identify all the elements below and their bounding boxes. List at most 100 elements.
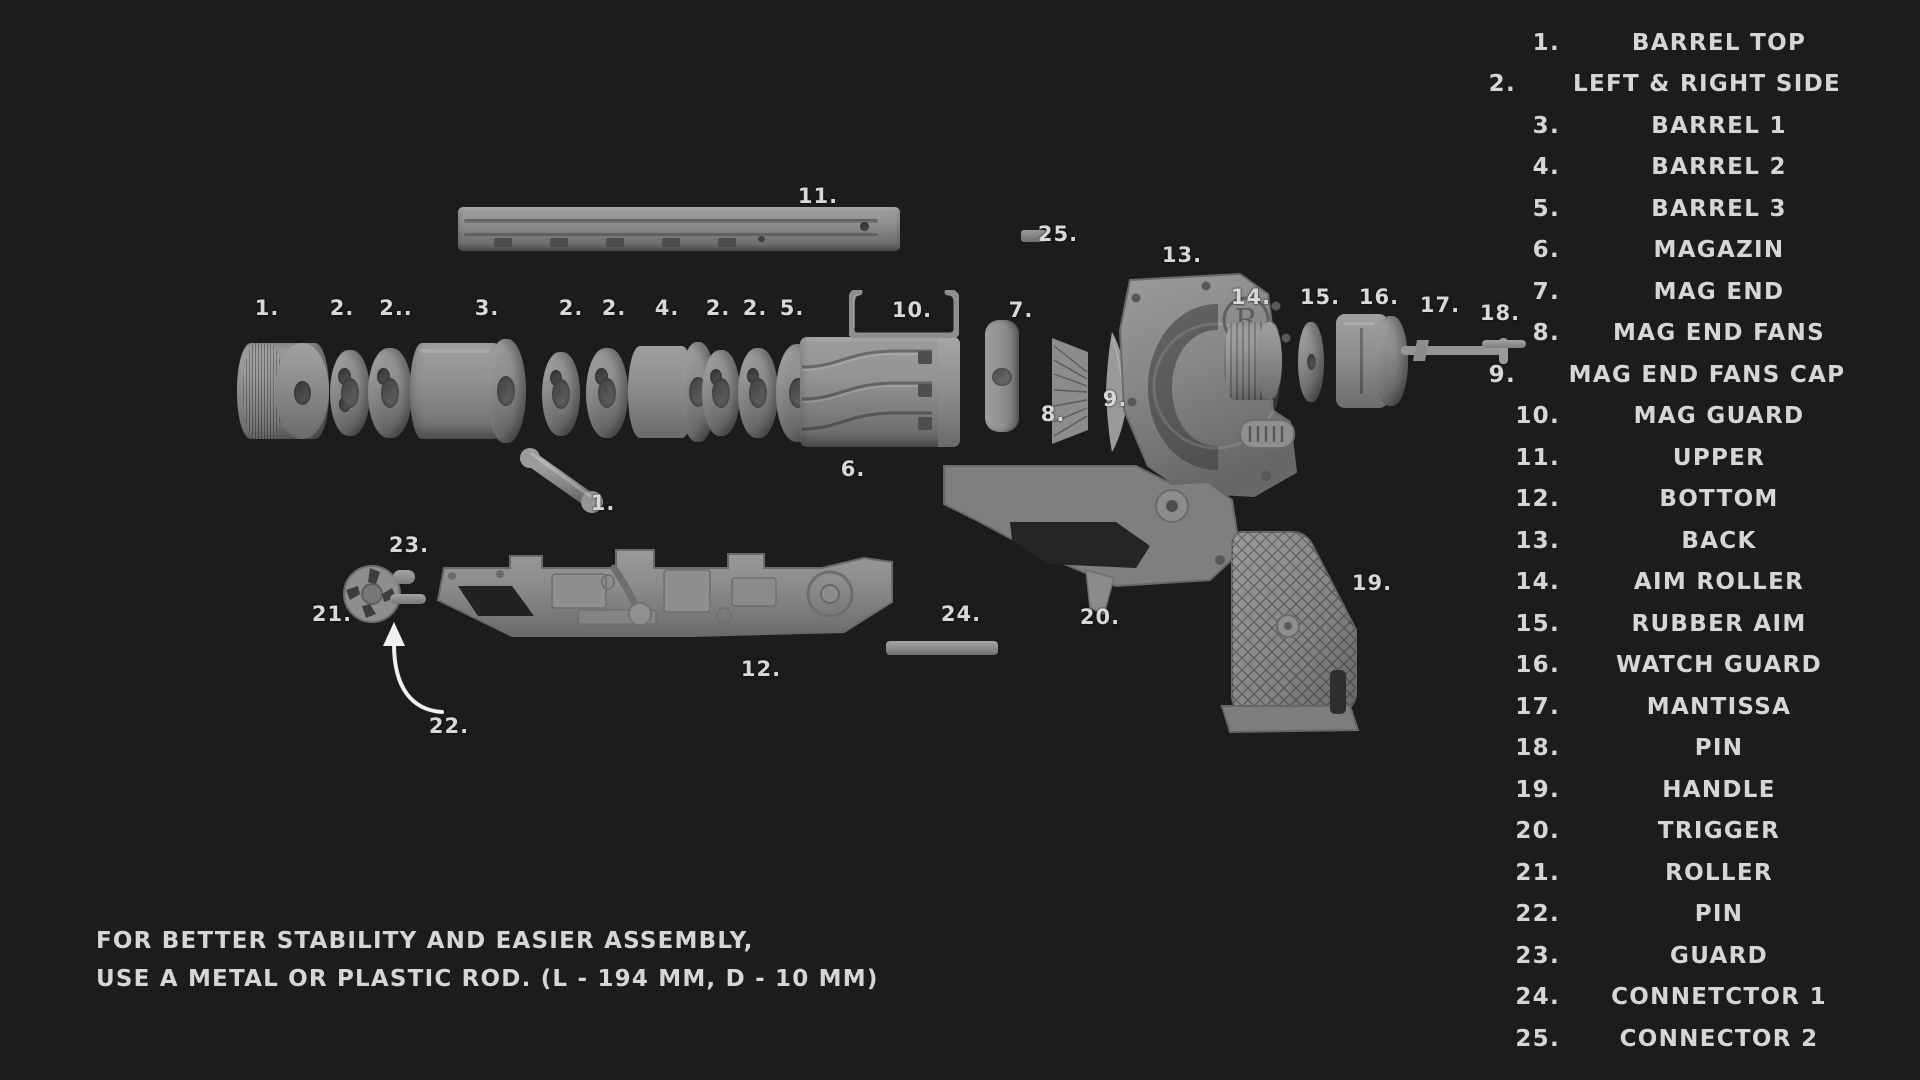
legend-row: 1.BARREL TOP: [1482, 22, 1902, 64]
legend-item-label: MAG END FANS CAP: [1568, 361, 1846, 388]
legend-row: 11.UPPER: [1482, 437, 1902, 479]
legend-row: 20. TRIGGER: [1482, 811, 1902, 853]
parts-legend: 1.BARREL TOP 2. LEFT & RIGHT SIDE 3. BARREL …: [1482, 22, 1902, 1060]
part-side-disc-3: [542, 352, 580, 436]
part-lower-receiver: [943, 465, 1242, 588]
part-mag-end: [985, 320, 1019, 432]
legend-item-number: 1.: [1532, 29, 1560, 56]
legend-item-number: 9.: [1488, 361, 1516, 388]
legend-item-label: ROLLER: [1665, 859, 1773, 886]
note-line-1: FOR BETTER STABILITY AND EASIER ASSEMBLY…: [96, 928, 754, 954]
callout-c-23: 23.: [388, 533, 430, 557]
legend-row: 18. PIN: [1482, 728, 1902, 770]
callout-c-2b: 2..: [379, 296, 413, 320]
legend-item-number: 8.: [1532, 320, 1560, 347]
callout-c-14: 14.: [1230, 285, 1272, 309]
assembly-arrow: [383, 622, 444, 714]
legend-item-number: 3.: [1532, 112, 1560, 139]
legend-item-label: WATCH GUARD: [1616, 652, 1822, 679]
legend-item-label: CONNETCTOR 1: [1611, 984, 1827, 1011]
legend-row: 10. MAG GUARD: [1482, 396, 1902, 438]
callout-c-18: 18.: [1479, 301, 1521, 325]
part-watch-guard: [1336, 314, 1408, 408]
part-aim-roller: [1224, 322, 1282, 400]
part-barrel-1: [410, 339, 526, 443]
part-trigger: [1085, 568, 1115, 616]
callout-c-7: 7.: [1008, 298, 1034, 322]
callout-c-5: 5.: [779, 296, 805, 320]
note-line-2: USE A METAL OR PLASTIC ROD. (L - 194 MM,…: [96, 966, 879, 992]
legend-item-label: HANDLE: [1662, 776, 1776, 803]
part-connector-2: [1021, 230, 1047, 242]
callout-c-9: 9.: [1102, 387, 1128, 411]
callout-c-6: 6.: [840, 457, 866, 481]
part-handle: [1220, 531, 1360, 734]
callout-c-11: 11.: [797, 184, 839, 208]
legend-item-number: 16.: [1515, 652, 1560, 679]
part-pin-18: [1482, 340, 1526, 348]
legend-item-number: 7.: [1532, 278, 1560, 305]
legend-item-label: UPPER: [1672, 444, 1766, 471]
legend-item-label: MAGAZIN: [1653, 237, 1785, 264]
legend-item-label: BARREL 3: [1651, 195, 1787, 222]
part-side-disc-1: [330, 350, 370, 436]
legend-row: 15. RUBBER AIM: [1482, 603, 1902, 645]
legend-item-number: 20.: [1515, 818, 1560, 845]
legend-row: 3. BARREL 1: [1482, 105, 1902, 147]
legend-row: 8.MAG END FANS: [1482, 313, 1902, 355]
legend-item-number: 19.: [1515, 776, 1560, 803]
legend-item-label: LEFT & RIGHT SIDE: [1573, 71, 1841, 98]
part-bottom-frame: [436, 549, 893, 637]
legend-item-number: 18.: [1515, 735, 1560, 762]
legend-item-number: 13.: [1515, 527, 1560, 554]
callout-c-15: 15.: [1299, 285, 1341, 309]
legend-item-label: PIN: [1694, 735, 1744, 762]
legend-row: 23.GUARD: [1482, 935, 1902, 977]
legend-item-label: MAG GUARD: [1633, 403, 1805, 430]
legend-item-label: BARREL 1: [1651, 112, 1787, 139]
part-guard: [393, 570, 415, 584]
part-rubber-aim: [1298, 322, 1324, 402]
callout-c-17: 17.: [1419, 293, 1461, 317]
legend-row: 13.BACK: [1482, 520, 1902, 562]
legend-item-number: 5.: [1532, 195, 1560, 222]
legend-item-number: 2.: [1488, 71, 1516, 98]
part-side-disc-2: [368, 348, 412, 438]
callout-c-2e: 2.: [705, 296, 731, 320]
callout-c-10: 10.: [891, 298, 933, 322]
legend-item-number: 10.: [1515, 403, 1560, 430]
callout-c-2a: 2.: [329, 296, 355, 320]
callout-c-16: 16.: [1358, 285, 1400, 309]
legend-item-number: 25.: [1515, 1025, 1560, 1052]
legend-row: 24. CONNETCTOR 1: [1482, 977, 1902, 1019]
legend-item-label: MAG END: [1653, 278, 1785, 305]
legend-row: 16. WATCH GUARD: [1482, 645, 1902, 687]
legend-item-number: 12.: [1515, 486, 1560, 513]
legend-item-label: TRIGGER: [1657, 818, 1781, 845]
legend-item-label: AIM ROLLER: [1633, 569, 1805, 596]
legend-row: 17.MANTISSA: [1482, 686, 1902, 728]
part-connector-1: [886, 641, 998, 655]
legend-item-number: 14.: [1515, 569, 1560, 596]
legend-row: 2. LEFT & RIGHT SIDE: [1482, 64, 1902, 106]
legend-row: 22.PIN: [1482, 894, 1902, 936]
legend-row: 5. BARREL 3: [1482, 188, 1902, 230]
legend-item-label: PIN: [1694, 901, 1744, 928]
callout-c-8: 8.: [1040, 402, 1066, 426]
callout-c-1-rod: 1.: [590, 491, 616, 515]
callout-c-25: 25.: [1037, 222, 1079, 246]
legend-item-number: 24.: [1515, 984, 1560, 1011]
legend-item-number: 17.: [1515, 693, 1560, 720]
legend-item-number: 15.: [1515, 610, 1560, 637]
part-side-disc-5: [702, 350, 740, 436]
callout-c-22: 22.: [428, 714, 470, 738]
legend-row: 4.BARREL 2: [1482, 147, 1902, 189]
callout-c-21: 21.: [311, 602, 353, 626]
callout-c-13: 13.: [1161, 243, 1203, 267]
part-barrel-top: [237, 343, 329, 439]
legend-item-label: BARREL 2: [1651, 154, 1787, 181]
legend-item-label: RUBBER AIM: [1631, 610, 1807, 637]
part-side-disc-4: [586, 348, 628, 438]
legend-item-label: BOTTOM: [1659, 486, 1779, 513]
callout-c-20: 20.: [1079, 605, 1121, 629]
